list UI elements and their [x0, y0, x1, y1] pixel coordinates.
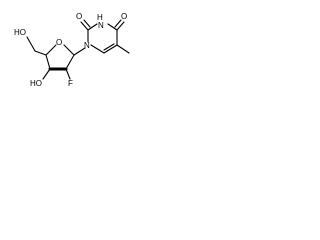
atom-label-h: H	[97, 13, 103, 22]
bond-c3-c4	[45, 54, 51, 70]
bond-c3-o3	[42, 68, 51, 80]
bond-n1-c1prime	[73, 47, 86, 56]
atom-label-o2: O	[76, 12, 82, 21]
bond-c1-c2	[65, 54, 75, 70]
bond-c4-o-double	[114, 19, 122, 28]
bond-c2-n3	[87, 23, 98, 31]
bond-n3-c4	[107, 23, 118, 31]
atom-label-ho5: HO	[14, 28, 26, 37]
bond-c6-n1	[90, 44, 105, 54]
furanose-ring	[45, 44, 75, 71]
atom-label-nh: H	[97, 13, 103, 22]
atom-label-f: F	[68, 79, 73, 88]
bond-c5-c6	[103, 44, 118, 54]
bond-c5-c6-inner	[103, 43, 115, 51]
bond-c5-o5	[26, 36, 36, 52]
atom-label-n3: N	[98, 21, 104, 30]
pyrimidine-ring	[80, 19, 130, 54]
bond-c4-c5prime	[34, 50, 47, 56]
atom-label-ho3: HO	[30, 79, 42, 88]
bond-c4-o4	[45, 44, 57, 56]
bond-c4-o	[116, 21, 125, 31]
bond-c2-o-double	[83, 19, 91, 28]
bond-o4-c1	[63, 44, 75, 56]
bond-c2-o	[80, 21, 89, 31]
atom-label-o4: O	[121, 12, 127, 21]
bond-c2-f	[65, 68, 71, 80]
bond-c5-methyl	[116, 44, 130, 54]
atom-label-n1: N	[84, 41, 90, 50]
atom-label-o4prime: O	[56, 38, 62, 47]
chemical-structure: O H N O N O HO HO F	[14, 12, 130, 88]
